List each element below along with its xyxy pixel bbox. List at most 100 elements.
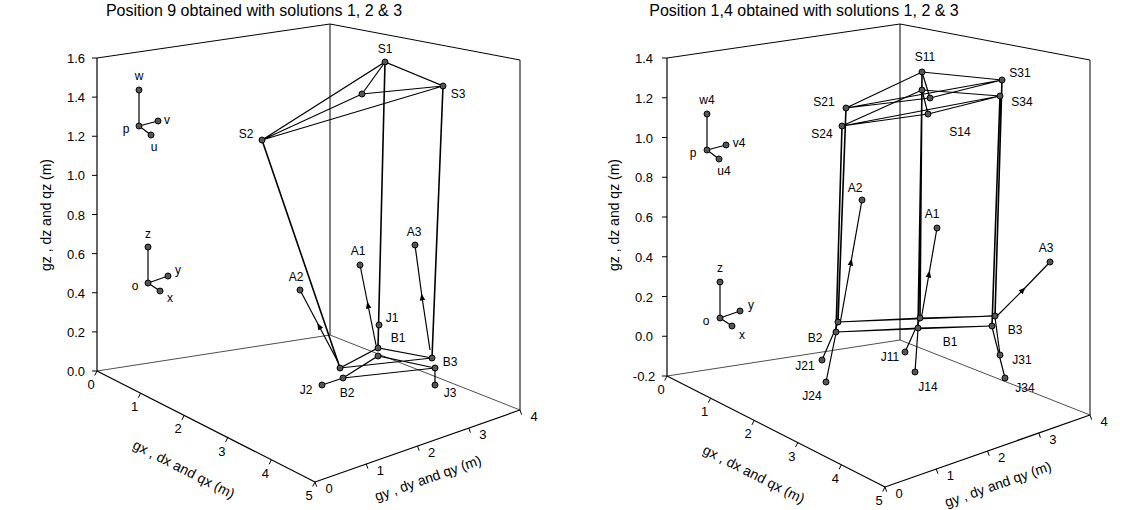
y-axis-line xyxy=(885,415,1090,487)
tick-label: 4 xyxy=(832,471,839,484)
tick-label: 0.4 xyxy=(67,286,85,299)
joint-dot xyxy=(259,137,265,143)
tick-label: 0.8 xyxy=(67,208,85,221)
panel-title: Position 9 obtained with solutions 1, 2 … xyxy=(106,3,402,19)
y-tick xyxy=(1090,415,1092,420)
axis-title: gy , dy and qy (m) xyxy=(373,453,483,503)
frame-label: o xyxy=(703,315,710,327)
point-label: S21 xyxy=(813,96,834,108)
point-label: S11 xyxy=(915,51,935,63)
axes-box xyxy=(92,24,1092,492)
actuator-line xyxy=(300,290,338,362)
leg-line xyxy=(262,62,443,368)
frame-label: w4 xyxy=(699,94,714,106)
base-outline xyxy=(340,348,435,378)
tick-label: 1 xyxy=(701,405,708,418)
z-tick xyxy=(92,175,97,176)
tick-label: 0.6 xyxy=(635,211,653,224)
x-tick xyxy=(269,460,271,465)
box-edge xyxy=(330,24,331,335)
point-label: B3 xyxy=(443,356,458,368)
joint-dot xyxy=(440,83,446,89)
frame-label: z xyxy=(145,228,151,240)
x-tick xyxy=(752,420,754,425)
x-tick xyxy=(708,398,710,403)
joint-dot xyxy=(729,323,735,329)
frame-label: w xyxy=(135,70,144,82)
point-label: B2 xyxy=(808,332,823,344)
joint-dot xyxy=(136,123,142,129)
point-label: B3 xyxy=(1008,324,1023,336)
joint-dot xyxy=(704,147,710,153)
box-edge xyxy=(667,24,900,58)
tick-label: 1.4 xyxy=(67,91,85,104)
frame-label: v xyxy=(164,114,170,126)
joint-dot xyxy=(148,132,154,138)
point-label: A2 xyxy=(289,271,304,283)
point-label: J1 xyxy=(386,312,399,324)
tick-label: 0 xyxy=(325,482,332,495)
joint-dot xyxy=(992,313,998,319)
tick-label: 3 xyxy=(479,428,486,441)
y-tick xyxy=(469,428,471,433)
joint-dot xyxy=(432,382,438,388)
frame-label: y xyxy=(175,264,181,276)
y-tick xyxy=(366,464,368,469)
point-label: S34 xyxy=(1011,96,1032,108)
joint-dot xyxy=(412,242,418,248)
y-tick xyxy=(988,451,990,456)
axis-title: gy , dy and qy (m) xyxy=(943,459,1053,509)
z-tick xyxy=(92,214,97,215)
frame-label: v4 xyxy=(733,137,746,149)
box-edge xyxy=(667,340,900,376)
x-tick xyxy=(95,371,97,376)
joint-dot xyxy=(145,280,151,286)
joint-dot xyxy=(925,111,931,117)
joint-dot xyxy=(165,273,171,279)
joint-dot xyxy=(155,118,161,124)
tick-label: 0 xyxy=(657,383,664,396)
joint-dot xyxy=(716,156,722,162)
point-label: J3 xyxy=(444,387,457,399)
x-tick xyxy=(665,376,667,381)
joint-dot xyxy=(839,123,845,129)
joint-dot xyxy=(145,244,151,250)
tick-label: 0.0 xyxy=(67,365,85,378)
tick-label: 1.0 xyxy=(67,169,85,182)
z-tick xyxy=(92,292,97,293)
point-label: B1 xyxy=(391,332,406,344)
point-label: A1 xyxy=(351,245,366,257)
tick-label: 4 xyxy=(262,466,269,479)
tick-label: 1.0 xyxy=(635,131,653,144)
tick-label: 1 xyxy=(131,400,138,413)
joint-dot xyxy=(429,355,435,361)
y-axis-line xyxy=(315,410,520,482)
box-edge xyxy=(330,335,520,410)
joint-dot xyxy=(157,288,163,294)
joint-dot xyxy=(997,93,1003,99)
box-edge xyxy=(520,60,521,410)
joint-dot xyxy=(297,287,303,293)
tick-label: 0.8 xyxy=(635,171,653,184)
y-tick xyxy=(315,482,317,487)
point-label: J2 xyxy=(300,384,313,396)
tick-label: 4 xyxy=(530,410,537,423)
y-tick xyxy=(936,469,938,474)
joint-dot xyxy=(340,375,346,381)
joint-dot xyxy=(919,69,925,75)
actuator-line xyxy=(415,245,430,350)
joint-dot xyxy=(717,279,723,285)
joint-dot xyxy=(319,382,325,388)
joint-dot xyxy=(919,87,925,93)
tick-label: 1.4 xyxy=(635,52,653,65)
point-label: J11 xyxy=(881,351,899,363)
joint-dot xyxy=(917,315,923,321)
joint-dot xyxy=(375,345,381,351)
tick-label: 3 xyxy=(1049,433,1056,446)
actuator-line xyxy=(840,200,862,324)
z-tick xyxy=(662,256,667,257)
tick-label: 2 xyxy=(428,446,435,459)
